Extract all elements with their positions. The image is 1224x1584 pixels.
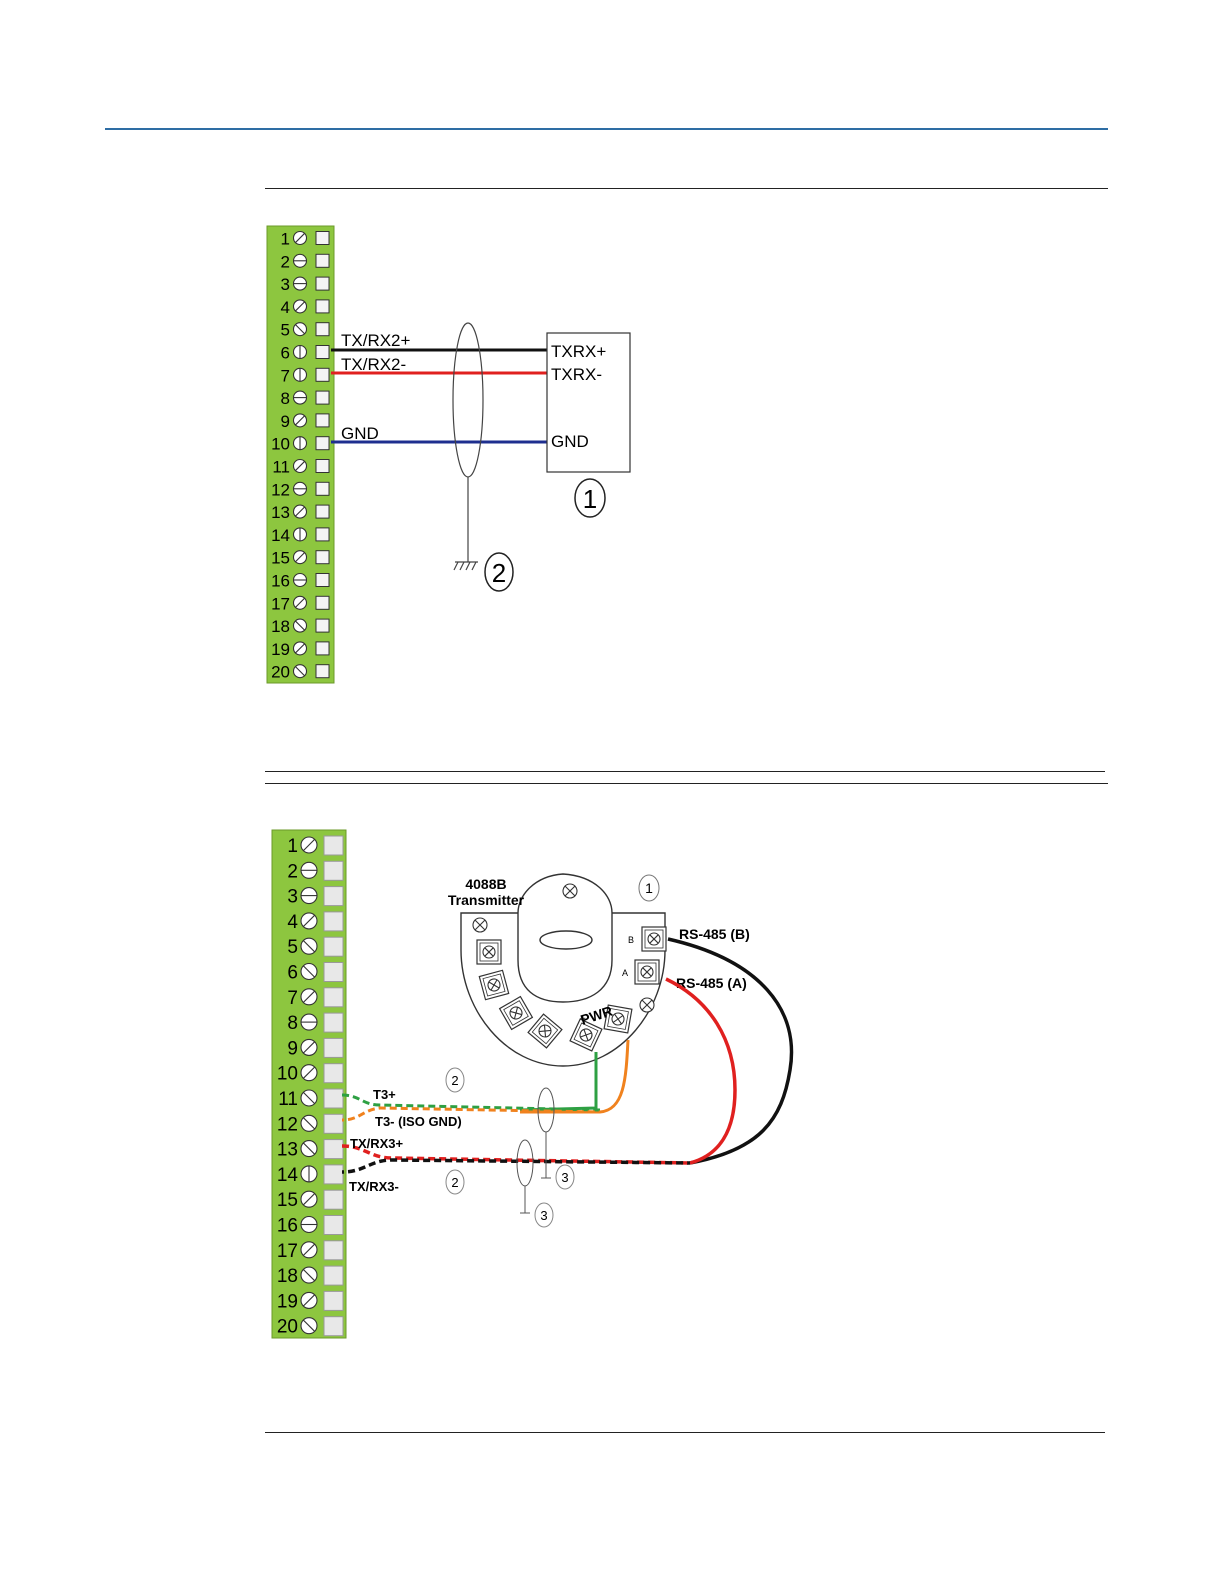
terminal-number: 7 — [287, 988, 298, 1009]
terminal-socket — [324, 937, 343, 956]
terminal-screw-box — [635, 960, 659, 984]
terminal-number: 4 — [287, 912, 298, 933]
terminal-screw-icon — [301, 1318, 317, 1334]
terminal-socket — [324, 836, 343, 855]
terminal-socket — [324, 1241, 343, 1260]
callout-ground-b-number: 3 — [540, 1208, 547, 1223]
terminal-socket — [324, 1317, 343, 1336]
terminal-screw-box — [477, 940, 501, 964]
terminal-number: 1 — [287, 836, 298, 857]
terminal-screw-icon — [301, 1141, 317, 1157]
housing-screw-icon — [563, 884, 577, 898]
pwr-plus-sign: + — [580, 1014, 586, 1025]
terminal-screw-icon — [301, 964, 317, 980]
wire-rs485-a-red — [666, 979, 735, 1163]
terminal-socket — [324, 1266, 343, 1285]
terminal-screw-icon — [483, 946, 495, 958]
terminal-number: 11 — [278, 1089, 298, 1110]
terminal-socket — [324, 1291, 343, 1310]
label-t3-minus: T3- (ISO GND) — [375, 1114, 462, 1129]
housing-screw-icon — [473, 918, 487, 932]
terminal-screw-box — [479, 970, 508, 999]
terminal-number: 17 — [277, 1241, 298, 1262]
terminal-socket — [324, 988, 343, 1007]
terminal-number: 20 — [277, 1317, 298, 1338]
terminal-number: 12 — [277, 1114, 298, 1135]
terminal-socket — [324, 1089, 343, 1108]
housing-screw-icon — [640, 998, 654, 1012]
terminal-socket — [324, 1140, 343, 1159]
terminal-socket — [324, 887, 343, 906]
terminal-screw-icon — [301, 1014, 317, 1030]
terminal-number: 6 — [287, 963, 298, 984]
terminal-screw-icon — [301, 862, 317, 878]
terminal-screw-icon — [301, 1166, 317, 1182]
terminal-screw-icon — [301, 1090, 317, 1106]
terminal-number: 8 — [287, 1013, 298, 1034]
terminal-number: 16 — [277, 1216, 298, 1237]
terminal-screw-icon — [301, 1065, 317, 1081]
terminal-screw-icon — [301, 1217, 317, 1233]
transmitter-model-label: 4088B — [465, 876, 506, 892]
terminal-socket — [324, 1165, 343, 1184]
rs485-a-label: RS-485 (A) — [676, 975, 747, 991]
terminal-screw-icon — [301, 989, 317, 1005]
terminal-screw-icon — [301, 913, 317, 929]
terminal-screw-icon — [301, 1242, 317, 1258]
terminal-number: 19 — [277, 1291, 298, 1312]
terminal-number: 9 — [287, 1038, 298, 1059]
terminal-socket — [324, 1064, 343, 1083]
port-a-label: A — [622, 968, 628, 978]
terminal-socket — [324, 1013, 343, 1032]
terminal-number: 2 — [287, 861, 298, 882]
terminal-screw-icon — [301, 1292, 317, 1308]
wire-txrx3-minus-black — [342, 1160, 690, 1172]
callout-transmitter-number: 1 — [645, 880, 653, 896]
terminal-screw-icon — [301, 1191, 317, 1207]
terminal-screw-icon — [641, 966, 653, 978]
port-b-label: B — [628, 935, 634, 945]
label-txrx3-plus: TX/RX3+ — [350, 1136, 404, 1151]
terminal-screw-icon — [301, 888, 317, 904]
callout-twisted-pair-bottom-number: 2 — [451, 1175, 458, 1190]
callout-twisted-pair-top-number: 2 — [451, 1073, 458, 1088]
terminal-number: 10 — [277, 1064, 298, 1085]
terminal-screw-icon — [301, 938, 317, 954]
terminal-socket — [324, 1216, 343, 1235]
terminal-screw-icon — [301, 1115, 317, 1131]
terminal-screw-icon — [648, 933, 660, 945]
terminal-socket — [324, 1190, 343, 1209]
terminal-number: 14 — [277, 1165, 299, 1186]
label-txrx3-minus: TX/RX3- — [349, 1179, 399, 1194]
terminal-socket — [324, 861, 343, 880]
terminal-number: 5 — [287, 937, 298, 958]
callout-ground-a-number: 3 — [561, 1170, 568, 1185]
terminal-socket — [324, 963, 343, 982]
terminal-number: 15 — [277, 1190, 298, 1211]
terminal-number: 3 — [287, 887, 298, 908]
transmitter-label: Transmitter — [448, 892, 525, 908]
label-t3-plus: T3+ — [373, 1087, 396, 1102]
rs485-b-label: RS-485 (B) — [679, 926, 750, 942]
terminal-socket — [324, 912, 343, 931]
terminal-screw-icon — [301, 1267, 317, 1283]
terminal-number: 18 — [277, 1266, 298, 1287]
terminal-screw-icon — [301, 1039, 317, 1055]
terminal-socket — [324, 1114, 343, 1133]
terminal-screw-box — [642, 927, 666, 951]
terminal-number: 13 — [277, 1140, 298, 1161]
terminal-socket — [324, 1038, 343, 1057]
terminal-screw-icon — [301, 837, 317, 853]
